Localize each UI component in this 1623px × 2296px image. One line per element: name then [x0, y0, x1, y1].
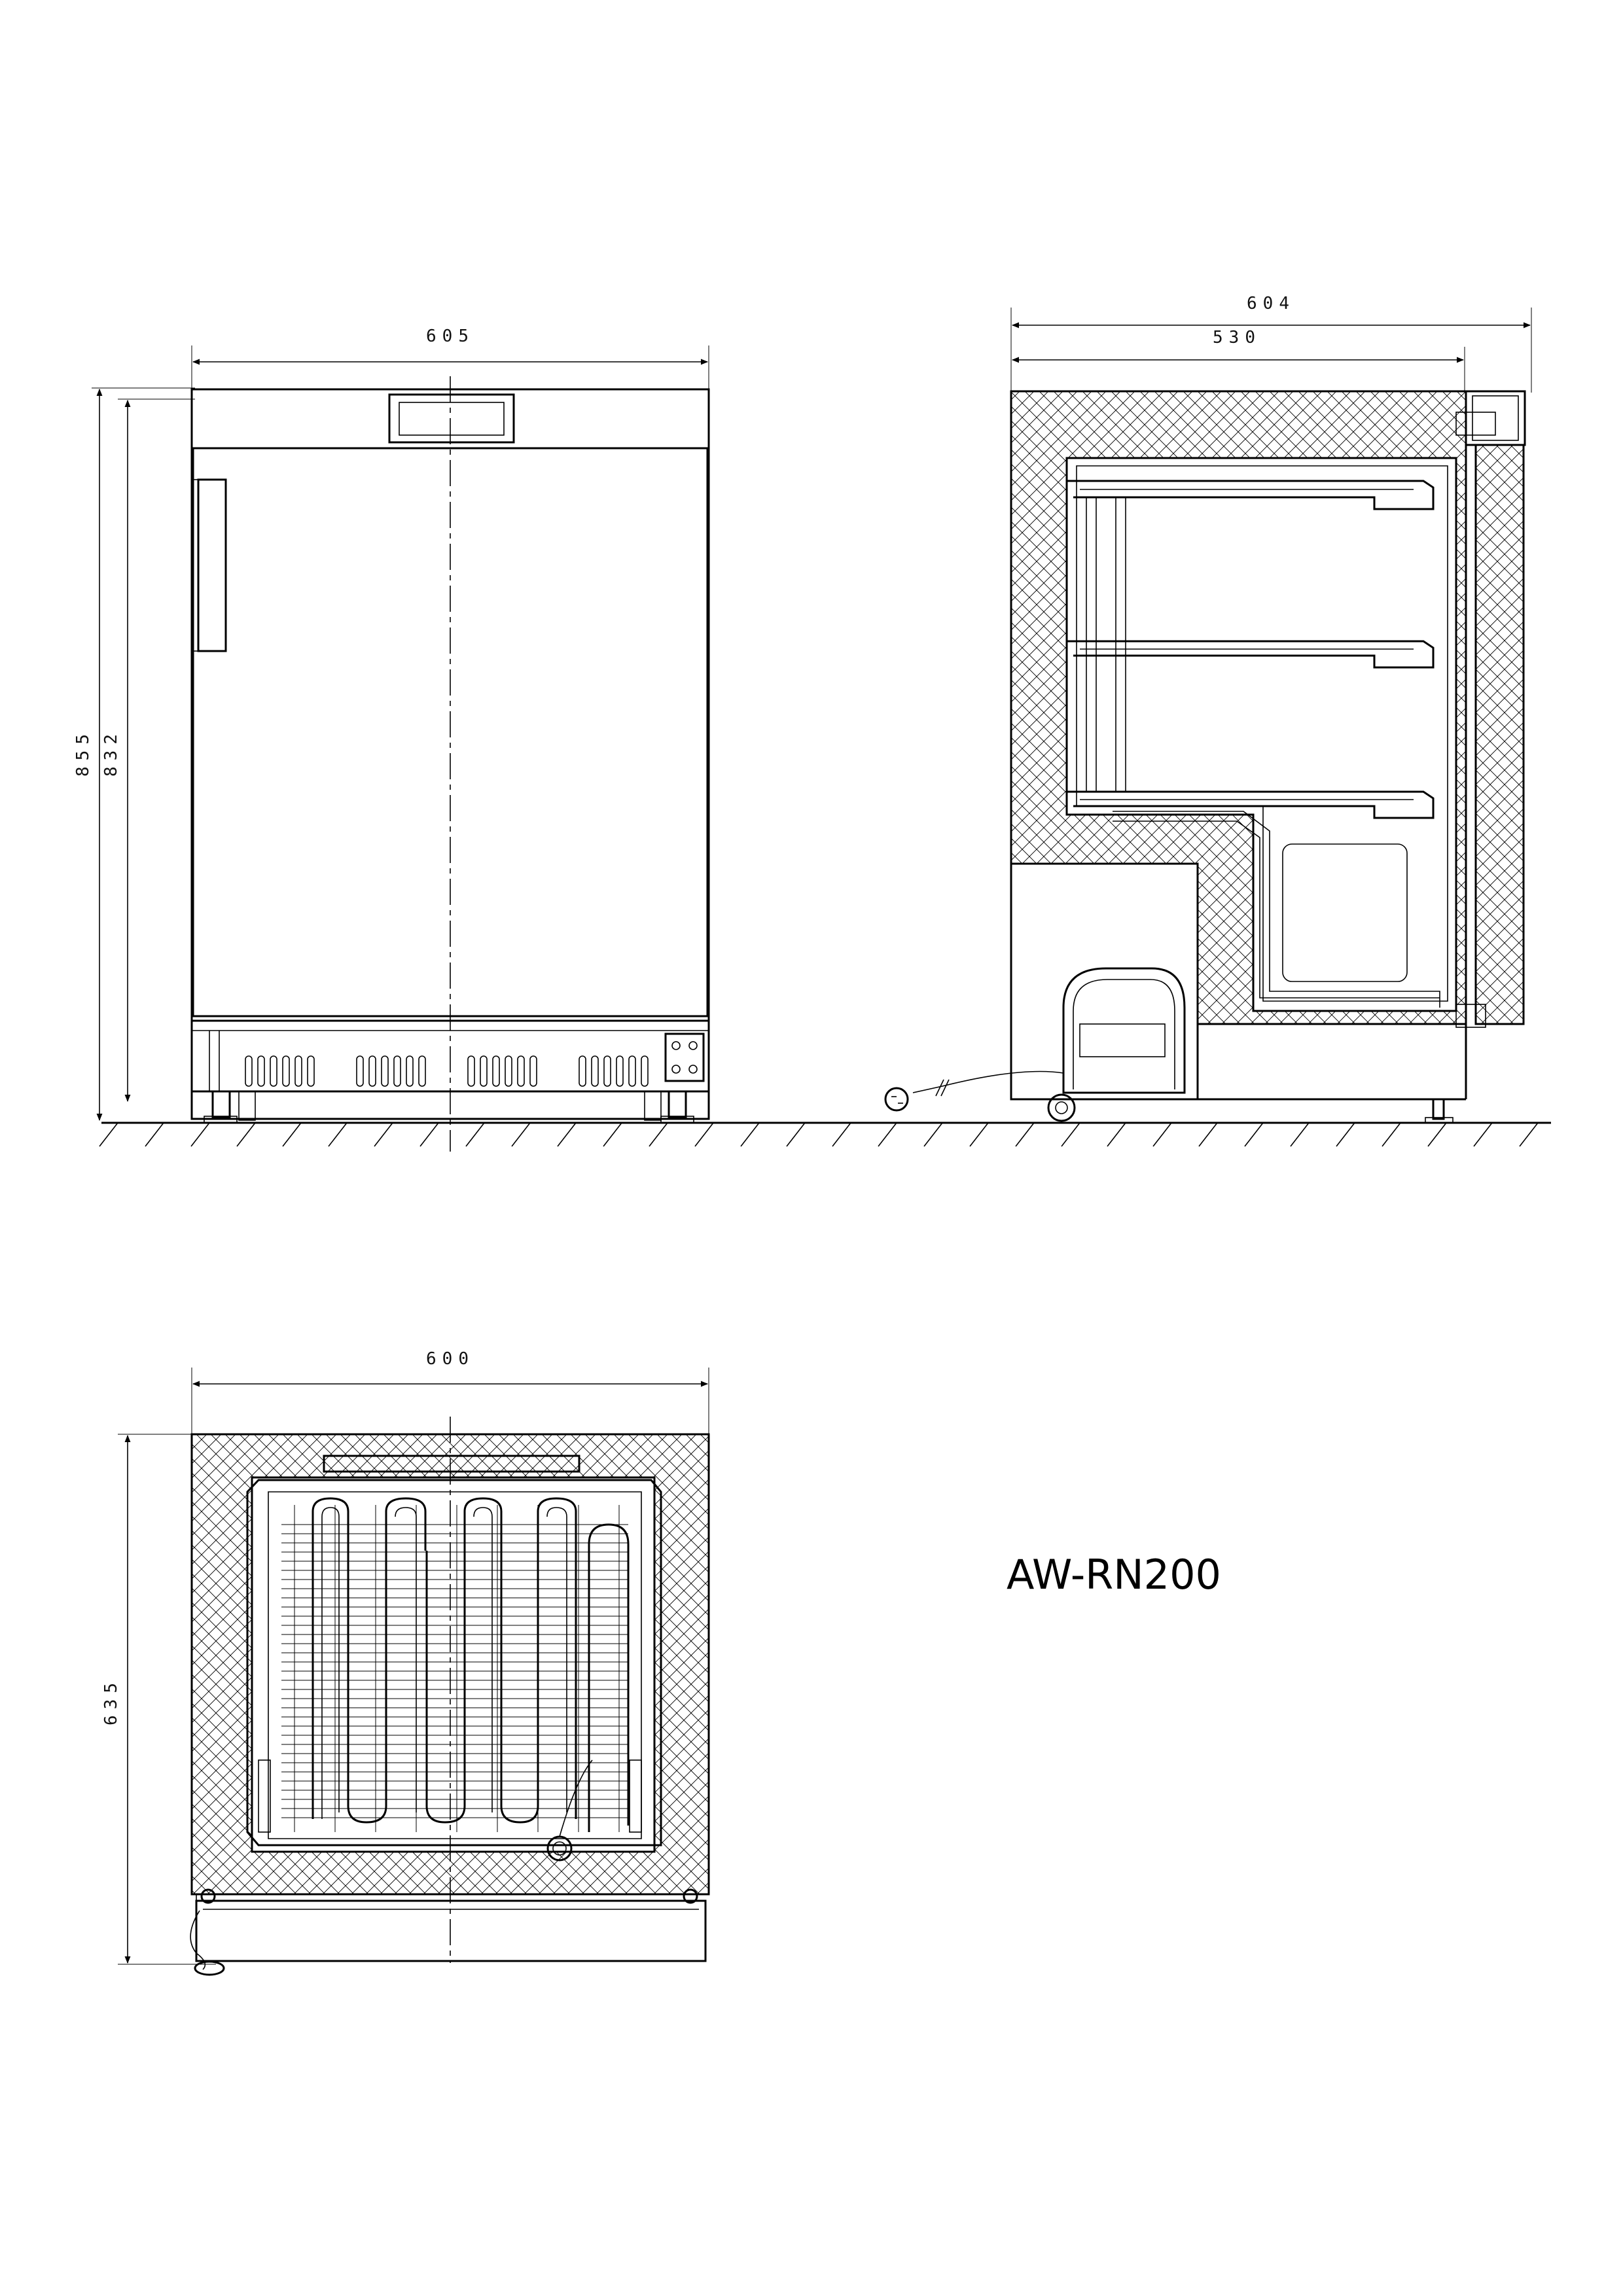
side-lower-hinge [1455, 1004, 1486, 1028]
vent-slot [641, 1055, 649, 1087]
front-foot-left [211, 1090, 231, 1119]
top-depth-dimension: 635 [101, 1434, 216, 1965]
vent-slot [393, 1055, 401, 1087]
side-door-section [1474, 444, 1525, 1025]
top-hinge-left [200, 1888, 216, 1904]
vent-slot [628, 1055, 636, 1087]
vent-slot [418, 1055, 426, 1087]
front-width-dimension: 605 [191, 327, 709, 391]
side-front-foot [1432, 1098, 1445, 1120]
vent-slot [257, 1055, 265, 1087]
vent-slot [307, 1055, 315, 1087]
side-shelf-bottom [1067, 790, 1435, 819]
top-door-section [195, 1899, 707, 1962]
vent-slot [381, 1055, 389, 1087]
model-label: AW-RN200 [1007, 1551, 1221, 1598]
side-compressor-compartment [1010, 862, 1199, 1101]
top-width-dimension: 600 [191, 1349, 709, 1436]
side-upper-hinge [1455, 412, 1496, 436]
side-bottom-bin [1282, 843, 1408, 982]
front-vent-grille [245, 1055, 649, 1087]
top-power-cord [190, 1910, 206, 1970]
front-display-frame [388, 393, 515, 444]
vent-slot [356, 1055, 364, 1087]
side-depth-outer-label: 604 [1247, 294, 1295, 313]
top-width-label: 600 [426, 1349, 474, 1369]
top-shelf-ledge [323, 1455, 580, 1473]
side-rear-wheel [1047, 1093, 1076, 1122]
front-height-inner-label: 832 [101, 728, 121, 777]
vent-slot [529, 1055, 537, 1087]
side-cabinet-insulation [1010, 390, 1467, 1025]
top-hinge-right [683, 1888, 698, 1904]
side-evaporator-tube [1113, 811, 1440, 1008]
top-section-view: 600 635 [101, 1349, 710, 1976]
vent-slot [294, 1055, 302, 1087]
front-view: 605 855 832 [73, 327, 710, 1152]
front-width-label: 605 [426, 327, 474, 346]
side-power-plug [884, 1087, 909, 1112]
side-depth-inner-dimension: 530 [1011, 328, 1465, 393]
front-door-handle [197, 478, 227, 652]
side-compressor [1062, 967, 1186, 1094]
front-foot-right [668, 1090, 687, 1119]
vent-slot [406, 1055, 414, 1087]
vent-slot [467, 1055, 475, 1087]
vent-slot [616, 1055, 624, 1087]
top-depth-label: 635 [101, 1677, 121, 1725]
front-display-window [399, 402, 505, 436]
vent-slot [245, 1055, 253, 1087]
side-shelf-top [1067, 480, 1435, 510]
vent-slot [368, 1055, 376, 1087]
front-height-dimensions: 855 832 [73, 387, 195, 1122]
side-section-view: 604 530 [884, 294, 1532, 1123]
vent-slot [591, 1055, 599, 1087]
side-power-cord [912, 1070, 1064, 1093]
floor-line [99, 1122, 1551, 1147]
front-height-outer-label: 855 [73, 728, 93, 777]
front-lower-hinge [664, 1033, 705, 1082]
side-depth-outer-dimension: 604 [1010, 294, 1532, 393]
top-serpentine-tube [312, 1497, 630, 1832]
side-depth-inner-label: 530 [1213, 328, 1261, 347]
top-power-plug [194, 1960, 225, 1976]
top-cabinet-insulation [190, 1433, 710, 1896]
top-drain-coil [546, 1759, 593, 1862]
vent-slot [270, 1055, 277, 1087]
vent-slot [480, 1055, 488, 1087]
vent-slot [492, 1055, 500, 1087]
vent-slot [282, 1055, 290, 1087]
vent-slot [517, 1055, 525, 1087]
vent-slot [603, 1055, 611, 1087]
vent-slot [579, 1055, 586, 1087]
vent-slot [505, 1055, 512, 1087]
side-shelf-middle [1067, 640, 1435, 669]
